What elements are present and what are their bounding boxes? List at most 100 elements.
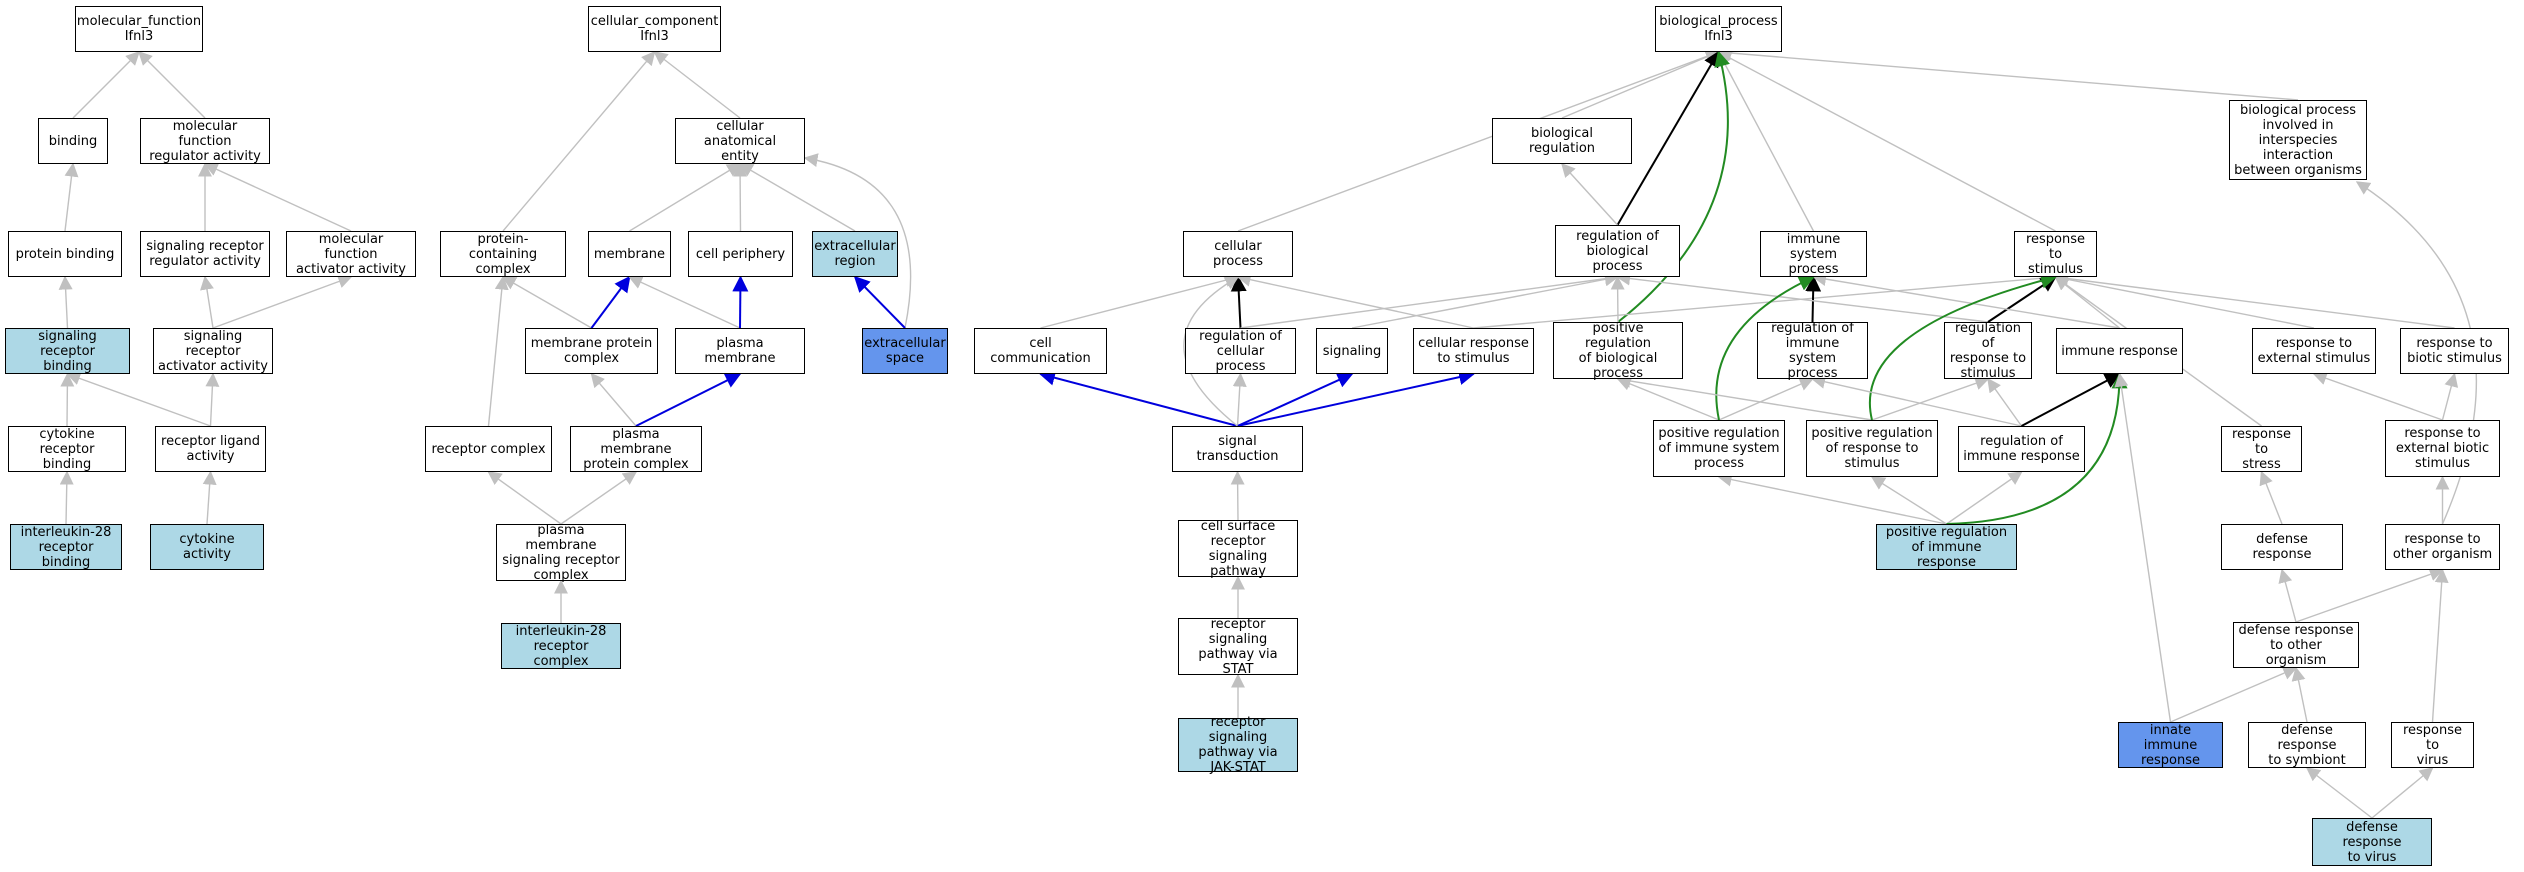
is-a-edge	[1715, 275, 1815, 421]
go-term-node[interactable]: cellular process	[1183, 231, 1293, 277]
go-term-node[interactable]: regulation of immune system process	[1757, 321, 1868, 381]
go-term-node[interactable]: defense response to symbiont	[2248, 722, 2366, 768]
is-a-edge	[629, 163, 742, 232]
is-a-edge	[560, 471, 638, 525]
is-a-edge	[501, 276, 592, 329]
go-term-node[interactable]: positive regulation of immune response	[1876, 524, 2017, 570]
is-a-edge	[72, 51, 140, 119]
go-term-node[interactable]: regulation of biological process	[1555, 225, 1680, 277]
go-term-node[interactable]: cellular response to stimulus	[1413, 328, 1534, 374]
go-term-node[interactable]: signal transduction	[1172, 426, 1303, 472]
is-a-edge	[1616, 377, 1720, 421]
is-a-edge	[1617, 50, 1730, 323]
go-term-node[interactable]: cellular anatomical entity	[675, 118, 805, 164]
go-term-node[interactable]: receptor signaling pathway via STAT	[1178, 617, 1298, 677]
go-term-node[interactable]: cell surface receptor signaling pathway	[1178, 519, 1298, 579]
go-term-node[interactable]: molecular_function Ifnl3	[75, 6, 203, 52]
go-term-node[interactable]: defense response to other organism	[2233, 622, 2359, 668]
go-term-node[interactable]: immune system process	[1760, 231, 1867, 277]
is-a-edge	[212, 274, 353, 329]
go-term-node[interactable]: signaling receptor binding	[5, 328, 130, 374]
go-term-node[interactable]: regulation of cellular process	[1185, 328, 1296, 374]
go-term-node[interactable]: regulation of response to stimulus	[1944, 321, 2032, 381]
go-term-node[interactable]: interleukin-28 receptor binding	[10, 524, 122, 570]
go-term-node[interactable]: signaling receptor regulator activity	[140, 231, 270, 277]
go-term-node[interactable]: molecular function regulator activity	[140, 118, 270, 164]
is-a-edge	[1237, 49, 1720, 232]
go-term-node[interactable]: cellular_component Ifnl3	[588, 6, 721, 52]
go-term-node[interactable]: membrane protein complex	[525, 328, 658, 374]
go-term-node[interactable]: biological process involved in interspec…	[2229, 100, 2367, 180]
is-a-edge	[1232, 372, 1247, 427]
go-term-node[interactable]: innate immune response	[2118, 722, 2223, 768]
go-term-node[interactable]: biological_process Ifnl3	[1655, 6, 1782, 52]
is-a-edge	[1868, 272, 2058, 421]
is-a-edge	[2054, 272, 2315, 329]
go-term-node[interactable]: response to external stimulus	[2252, 328, 2376, 374]
is-a-edge	[1616, 374, 1873, 421]
is-a-edge	[1717, 472, 1947, 525]
go-term-node[interactable]: regulation of immune response	[1958, 426, 2085, 472]
go-term-node[interactable]: defense response	[2221, 524, 2343, 570]
go-term-node[interactable]: extracellular region	[812, 231, 898, 277]
is-a-edge	[2291, 666, 2308, 723]
is-a-edge	[1717, 50, 1815, 232]
is-a-edge	[2259, 470, 2283, 525]
go-term-node[interactable]: response to external biotic stimulus	[2385, 420, 2500, 477]
is-a-edge	[635, 373, 742, 427]
go-term-node[interactable]: extracellular space	[862, 328, 948, 374]
is-a-edge	[1812, 272, 2120, 329]
go-term-node[interactable]: cytokine activity	[150, 524, 264, 570]
is-a-edge	[1871, 376, 1990, 421]
go-term-node[interactable]: response to stress	[2221, 426, 2302, 472]
is-a-edge	[1987, 377, 2023, 427]
is-a-edge	[1946, 471, 2023, 525]
is-a-edge	[732, 275, 749, 329]
is-a-edge	[1237, 369, 1476, 427]
go-term-node[interactable]: signaling	[1316, 328, 1388, 374]
go-term-node[interactable]: receptor signaling pathway via JAK-STAT	[1178, 715, 1298, 775]
is-a-edge	[58, 275, 73, 329]
go-term-node[interactable]: interleukin-28 receptor complex	[501, 623, 621, 669]
go-term-node[interactable]: positive regulation of response to stimu…	[1806, 420, 1938, 477]
go-term-node[interactable]: response to virus	[2391, 722, 2474, 768]
go-term-node[interactable]: defense response to virus	[2312, 818, 2432, 866]
go-term-node[interactable]: molecular function activator activity	[286, 231, 416, 277]
is-a-edge	[738, 163, 856, 232]
go-term-node[interactable]: positive regulation of immune system pro…	[1653, 420, 1785, 477]
is-a-edge	[653, 51, 741, 119]
go-term-node[interactable]: plasma membrane protein complex	[570, 426, 702, 472]
is-a-edge	[1946, 372, 2128, 525]
go-term-node[interactable]: receptor ligand activity	[155, 426, 266, 472]
is-a-edge	[66, 371, 211, 427]
go-term-node[interactable]: plasma membrane signaling receptor compl…	[496, 523, 626, 583]
is-a-edge	[2170, 666, 2298, 723]
go-term-node[interactable]: protein-containing complex	[440, 231, 566, 277]
go-term-node[interactable]: response to other organism	[2385, 524, 2500, 570]
is-a-edge	[2305, 767, 2373, 819]
is-a-edge	[1237, 372, 1354, 427]
is-a-edge	[1561, 50, 1720, 119]
go-term-node[interactable]: response to biotic stimulus	[2400, 328, 2509, 374]
is-a-edge	[853, 275, 906, 329]
go-term-node[interactable]: protein binding	[8, 231, 122, 277]
go-term-node[interactable]: signaling receptor activator activity	[153, 328, 273, 374]
go-term-node[interactable]: positive regulation of biological proces…	[1553, 321, 1683, 381]
is-a-edge	[502, 50, 656, 232]
go-term-node[interactable]: cell periphery	[688, 231, 793, 277]
go-term-node[interactable]: membrane	[588, 231, 671, 277]
go-term-node[interactable]: cell communication	[974, 328, 1107, 374]
go-term-node[interactable]: plasma membrane	[675, 328, 805, 374]
go-term-node[interactable]: cytokine receptor binding	[8, 426, 126, 472]
is-a-edge	[590, 275, 631, 329]
go-term-node[interactable]: immune response	[2056, 328, 2183, 374]
go-term-node[interactable]: binding	[38, 118, 108, 164]
is-a-edge	[590, 372, 637, 427]
go-term-node[interactable]: biological regulation	[1492, 118, 1632, 164]
go-term-node[interactable]: receptor complex	[425, 426, 552, 472]
is-a-edge	[1717, 46, 2299, 101]
go-term-node[interactable]: response to stimulus	[2014, 231, 2097, 277]
is-a-edge	[1805, 275, 1822, 323]
is-a-edge	[1230, 470, 1245, 521]
